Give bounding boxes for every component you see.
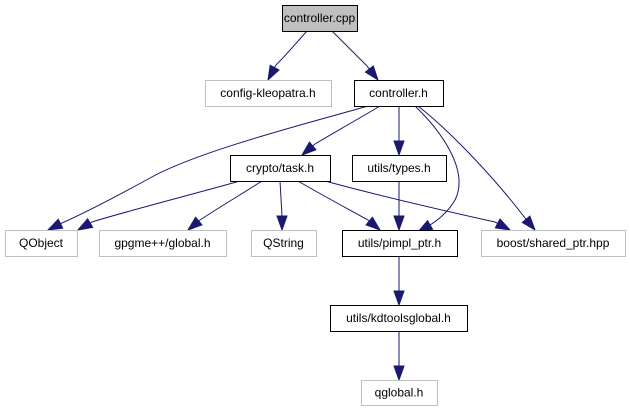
edge-line-tail xyxy=(274,64,277,68)
edge-line-tail xyxy=(524,217,527,220)
arrowhead-icon xyxy=(393,140,405,157)
node-box[interactable] xyxy=(354,80,444,107)
edge-line xyxy=(324,180,496,223)
edge-controller-h-to-utils-types-h xyxy=(393,106,405,157)
arrowhead-icon xyxy=(267,64,280,82)
arrowhead-icon xyxy=(46,218,64,231)
node-config-kleopatra-h: config-kleopatra.h xyxy=(205,80,332,107)
node-utils-kdtoolsglobal-h[interactable]: utils/kdtoolsglobal.h xyxy=(330,305,468,332)
edge-controller-h-to-qobject xyxy=(46,105,369,231)
edge-crypto-task-h-to-gpgme-global-h xyxy=(186,180,263,231)
node-box xyxy=(5,230,78,257)
edge-line xyxy=(314,105,381,145)
edge-controller-h-to-crypto-task-h xyxy=(300,105,381,156)
node-box[interactable] xyxy=(352,155,447,182)
arrowhead-icon xyxy=(300,141,317,156)
arrowhead-icon xyxy=(521,215,536,232)
arrowhead-icon xyxy=(393,290,405,307)
arrowhead-icon xyxy=(276,215,288,232)
node-box[interactable] xyxy=(230,155,331,182)
edge-controller-cpp-to-config-kleopatra-h xyxy=(267,30,308,82)
edge-line xyxy=(331,30,368,67)
arrowhead-icon xyxy=(393,215,405,232)
node-utils-types-h[interactable]: utils/types.h xyxy=(352,155,447,182)
edge-controller-cpp-to-controller-h xyxy=(331,30,379,82)
arrowhead-icon xyxy=(494,218,512,231)
arrowhead-icon xyxy=(365,216,382,231)
nodes-layer: controller.cpp config-kleopatra.h controll… xyxy=(5,5,626,406)
edge-line xyxy=(275,30,308,66)
arrowhead-icon xyxy=(364,65,379,82)
node-label: controller.h xyxy=(369,86,428,100)
edge-utils-pimpl-ptr-h-to-utils-kdtoolsglobal-h xyxy=(393,256,405,307)
edge-line-tail xyxy=(367,219,370,222)
edge-utils-kdtoolsglobal-h-to-qglobal-h xyxy=(393,331,405,382)
arrowhead-icon xyxy=(186,216,203,231)
node-utils-pimpl-ptr-h[interactable]: utils/pimpl_ptr.h xyxy=(342,230,458,257)
node-controller-h[interactable]: controller.h xyxy=(354,80,444,107)
node-gpgme-global-h: gpgme++/global.h xyxy=(99,230,227,257)
edge-line xyxy=(417,105,526,219)
node-qglobal-h: qglobal.h xyxy=(361,380,438,406)
node-box[interactable] xyxy=(282,5,358,32)
node-label: config-kleopatra.h xyxy=(220,86,315,100)
arrowhead-icon xyxy=(76,217,94,231)
edge-crypto-task-h-to-qobject xyxy=(76,180,241,231)
edge-utils-types-h-to-utils-pimpl-ptr-h xyxy=(393,181,405,232)
edge-crypto-task-h-to-boost-shared-ptr-hpp xyxy=(324,180,512,231)
edge-line xyxy=(91,180,241,223)
node-label: QString xyxy=(263,236,304,250)
node-label: gpgme++/global.h xyxy=(114,236,210,250)
node-box xyxy=(481,230,626,257)
node-crypto-task-h[interactable]: crypto/task.h xyxy=(230,155,331,182)
node-box xyxy=(251,230,317,257)
node-label: boost/shared_ptr.hpp xyxy=(497,236,610,250)
node-label: QObject xyxy=(19,236,64,250)
edge-controller-h-to-boost-shared-ptr-hpp xyxy=(417,105,536,232)
edge-line-tail xyxy=(198,219,201,222)
edges-layer xyxy=(46,30,536,382)
node-box[interactable] xyxy=(342,230,458,257)
node-label: utils/kdtoolsglobal.h xyxy=(346,311,451,325)
edge-crypto-task-h-to-utils-pimpl-ptr-h xyxy=(297,180,382,231)
edge-crypto-task-h-to-qstring xyxy=(276,180,288,232)
edge-line-tail xyxy=(494,221,498,224)
node-label: controller.cpp xyxy=(284,11,356,25)
node-controller-cpp[interactable]: controller.cpp xyxy=(282,5,358,32)
node-boost-shared-ptr-hpp: boost/shared_ptr.hpp xyxy=(481,230,626,257)
node-label: utils/pimpl_ptr.h xyxy=(358,236,441,250)
edge-line xyxy=(414,105,460,226)
node-box xyxy=(361,380,438,406)
edge-line xyxy=(199,180,263,221)
node-label: utils/types.h xyxy=(367,161,430,175)
edge-line-tail xyxy=(89,221,93,224)
edge-line xyxy=(297,180,369,221)
edge-controller-h-to-utils-pimpl-ptr-h xyxy=(414,105,460,233)
edge-line-tail xyxy=(312,143,316,147)
edge-line-tail xyxy=(60,222,63,225)
node-box[interactable] xyxy=(330,305,468,332)
edge-line xyxy=(279,180,283,217)
edge-line xyxy=(61,105,369,224)
arrowhead-icon xyxy=(393,365,405,382)
node-qstring: QString xyxy=(251,230,317,257)
node-box xyxy=(99,230,227,257)
node-qobject: QObject xyxy=(5,230,78,257)
node-label: crypto/task.h xyxy=(246,161,314,175)
node-box xyxy=(205,80,332,107)
edge-line-tail xyxy=(366,65,370,70)
node-label: qglobal.h xyxy=(375,386,424,400)
